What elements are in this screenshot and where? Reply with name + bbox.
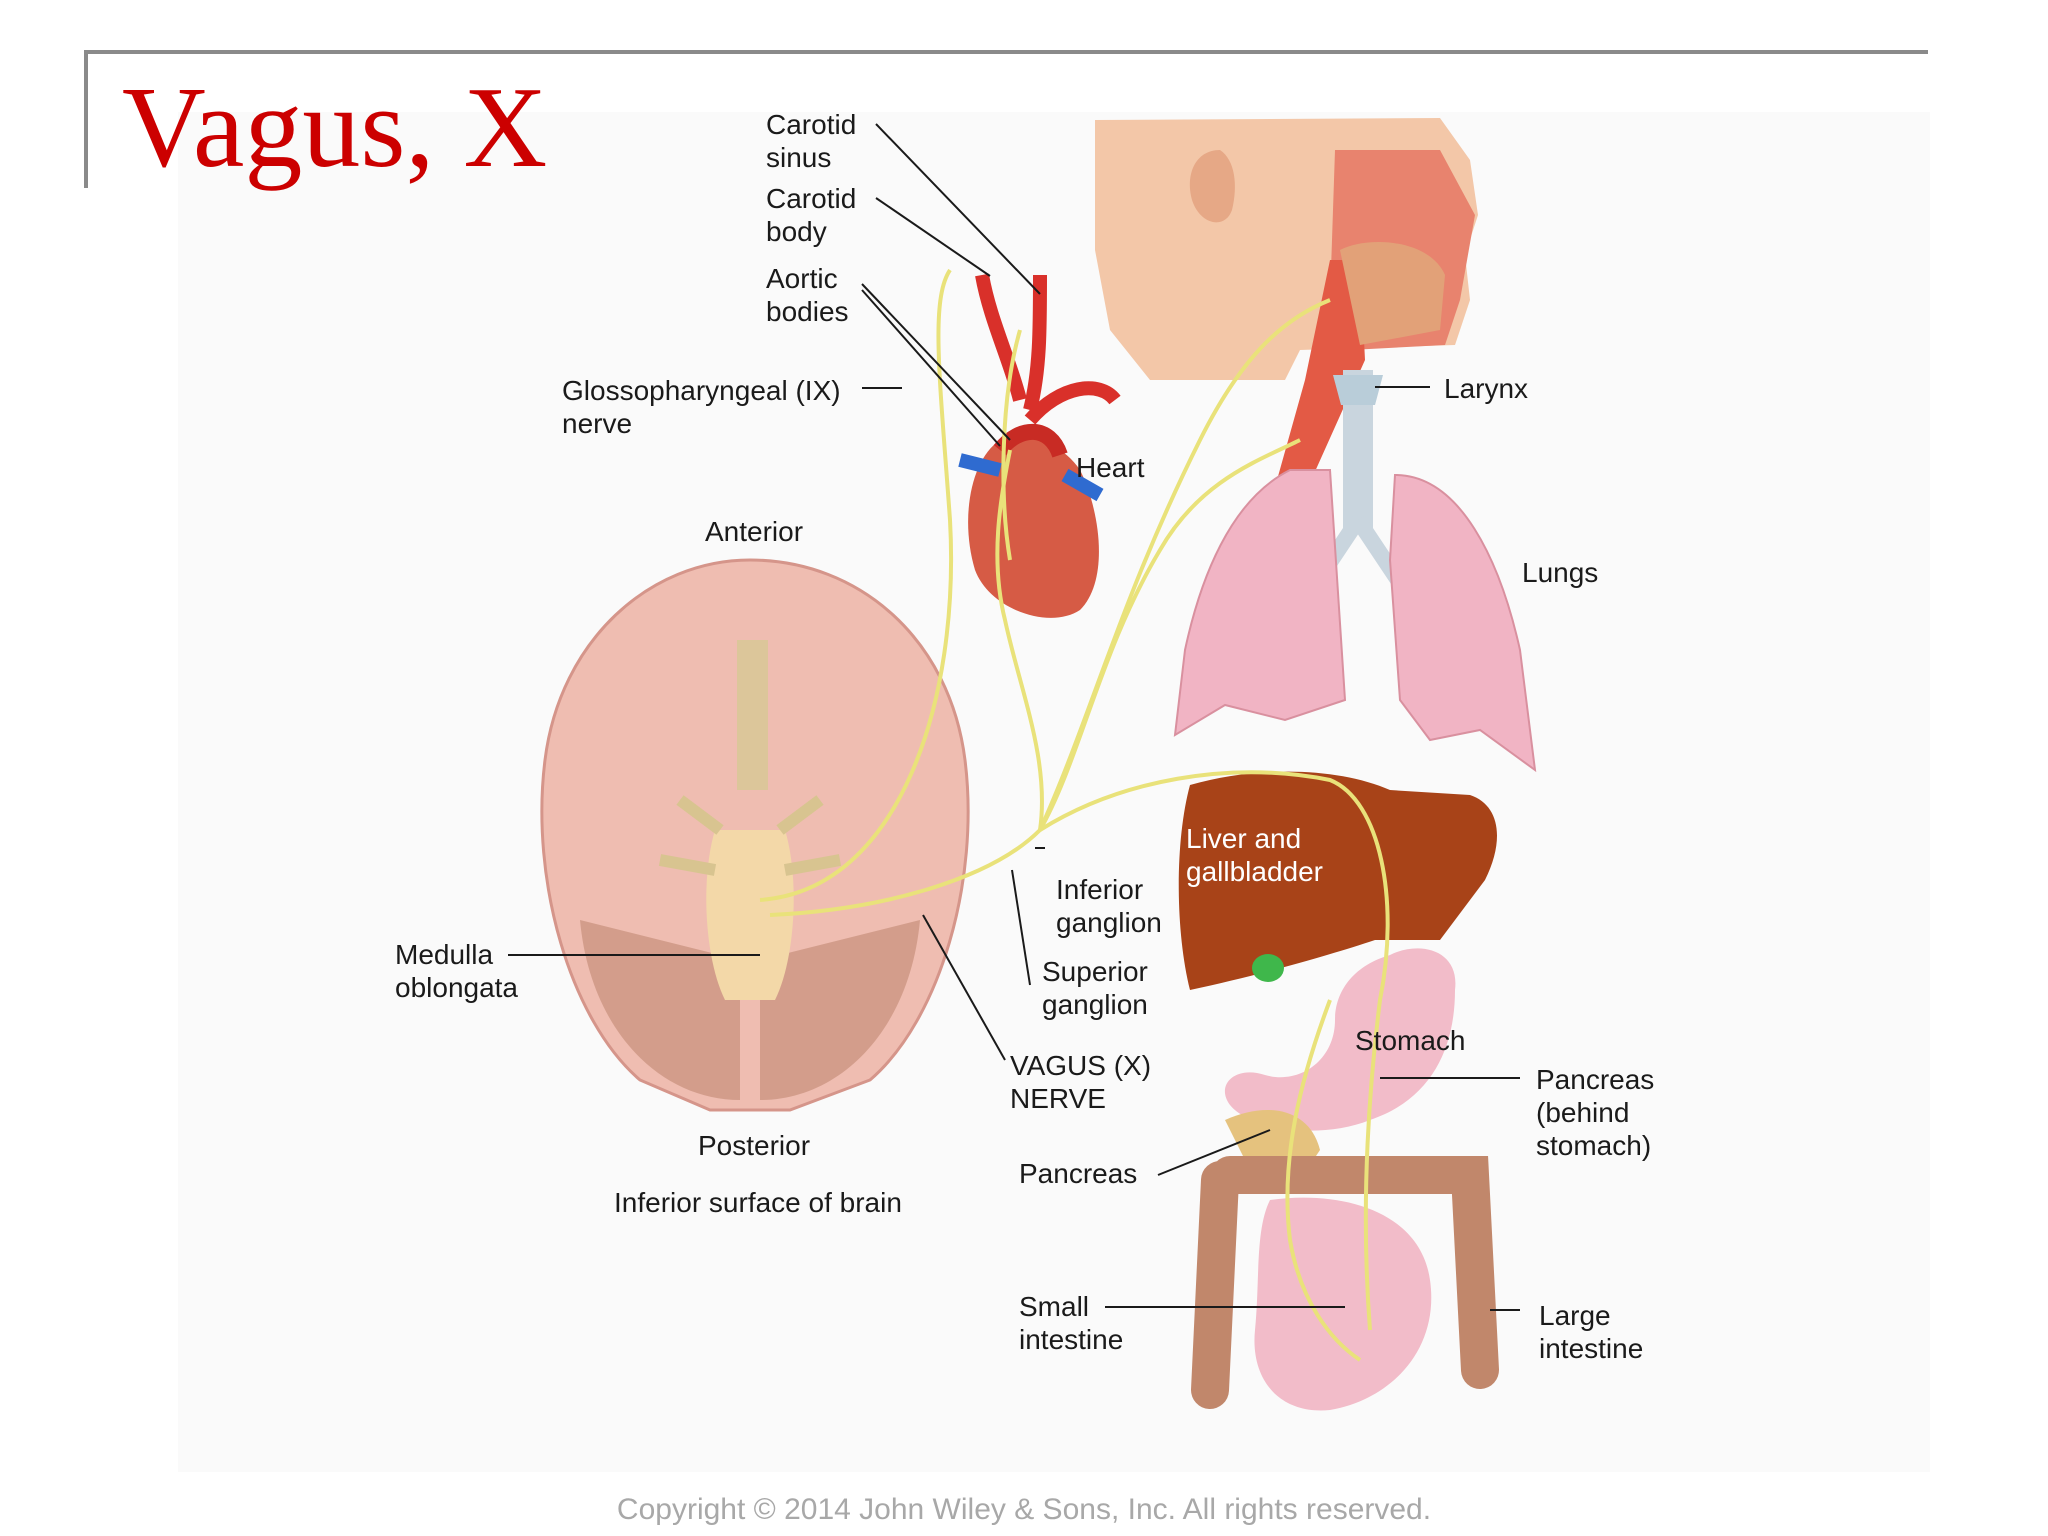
label-larynx: Larynx [1444, 373, 1529, 404]
slide-frame-left-rule [84, 50, 88, 188]
label-inferior-ganglion: Inferior ganglion [1056, 874, 1162, 938]
lungs-illustration [1173, 469, 1537, 773]
label-brain-caption: Inferior surface of brain [614, 1187, 902, 1218]
label-lungs: Lungs [1522, 557, 1599, 588]
label-superior-ganglion: Superior ganglion [1042, 956, 1148, 1020]
label-pancreas-behind-stomach: Pancreas (behind stomach) [1536, 1064, 1655, 1161]
label-pancreas: Pancreas [1019, 1158, 1138, 1189]
abdomen-illustration [1191, 948, 1499, 1411]
heart-illustration [958, 273, 1121, 618]
label-medulla-oblongata: Medulla oblongata [395, 939, 519, 1003]
larynx-trachea-illustration [1311, 370, 1405, 585]
slide-title: Vagus, X [122, 64, 548, 192]
label-stomach: Stomach [1355, 1025, 1466, 1056]
label-carotid-body: Carotid body [766, 183, 857, 247]
label-large-intestine: Large intestine [1539, 1300, 1644, 1364]
label-posterior: Posterior [698, 1130, 811, 1161]
leader-lines [508, 123, 1520, 1311]
figure-background [178, 112, 1930, 1472]
label-carotid-sinus: Carotid sinus [766, 109, 857, 173]
label-heart: Heart [1076, 452, 1145, 483]
liver-illustration [1178, 771, 1497, 990]
vagus-nerve-paths [759, 268, 1390, 1362]
label-small-intestine: Small intestine [1019, 1291, 1124, 1355]
label-liver-gallbladder: Liver and gallbladder [1186, 823, 1323, 887]
label-aortic-bodies: Aortic bodies [766, 263, 849, 327]
brain-illustration [540, 558, 970, 1112]
label-anterior: Anterior [705, 516, 804, 547]
label-glossopharyngeal-nerve: Glossopharyngeal (IX) nerve [562, 375, 841, 439]
copyright-notice: Copyright © 2014 John Wiley & Sons, Inc.… [616, 1493, 1432, 1526]
slide-frame-top-rule [84, 50, 1928, 54]
label-vagus-nerve: VAGUS (X) NERVE [1010, 1050, 1152, 1114]
